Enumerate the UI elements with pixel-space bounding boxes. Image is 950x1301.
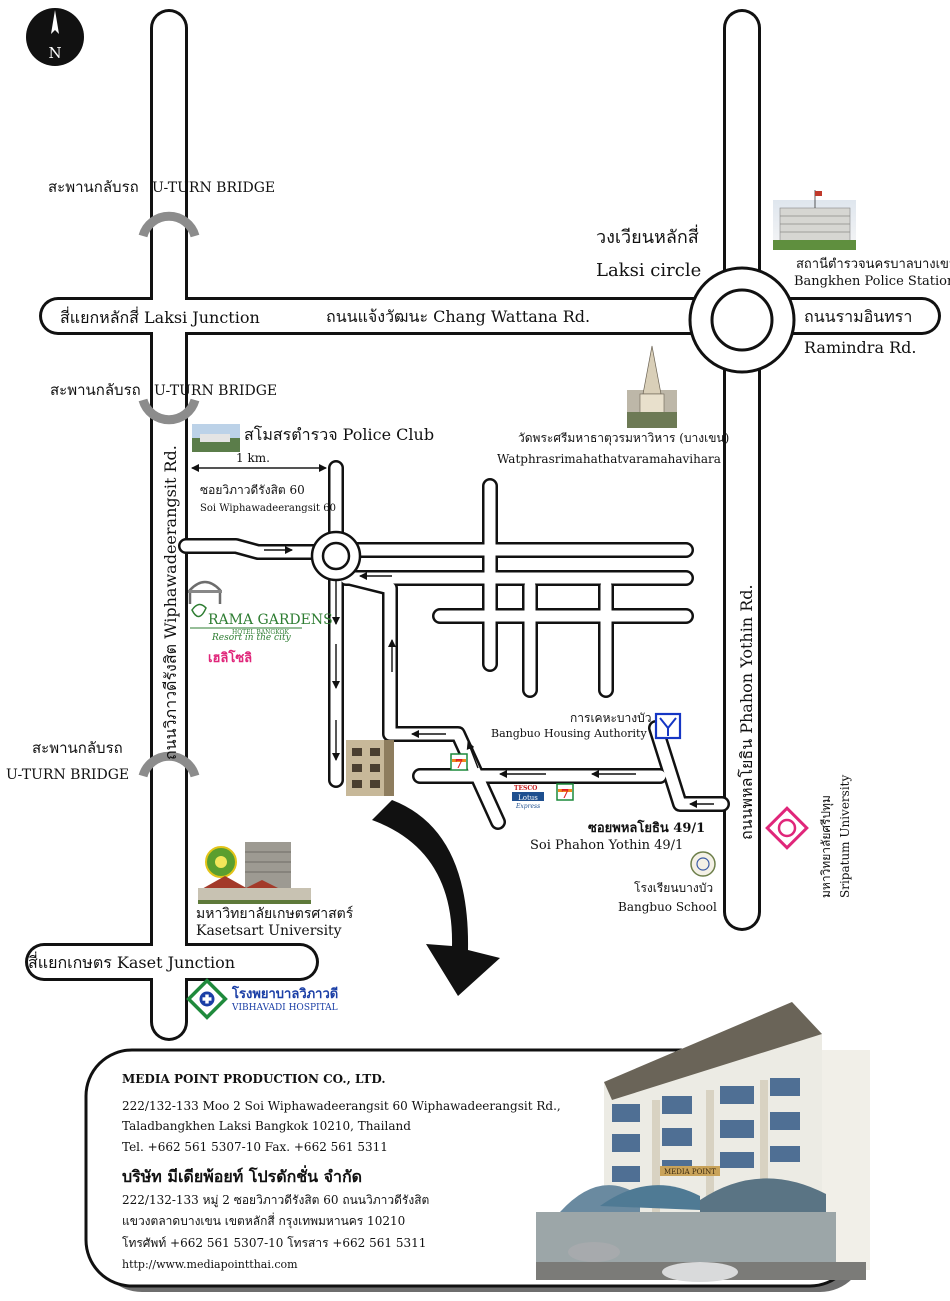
uturn-mid-thai: สะพานกลับรถ: [50, 381, 141, 399]
uturn-low-english: U-TURN BRIDGE: [6, 767, 129, 783]
uturn-mid-english: U-TURN BRIDGE: [154, 383, 277, 399]
laksi-junction-label: สี่แยกหลักสี่ Laksi Junction: [60, 306, 260, 327]
north-compass: N: [26, 8, 84, 66]
police-station-thai: สถานีตำรวจนครบาลบางเขน: [796, 256, 950, 272]
rama-gardens-slogan: Resort in the city: [211, 633, 292, 643]
ramindra-road-english: Ramindra Rd.: [804, 338, 916, 357]
kasetsart-thai: มหาวิทยาลัยเกษตรศาสตร์: [196, 905, 354, 922]
svg-text:Lotus: Lotus: [518, 794, 538, 802]
main-roads: [25, 9, 941, 1041]
soi60-english: Soi Wiphawadeerangsit 60: [200, 503, 336, 514]
soi60-thai: ซอยวิภาวดีรังสิต 60: [200, 483, 305, 497]
rama-gardens-thai: เฮลิโซลิ: [208, 649, 252, 666]
compass-letter: N: [48, 44, 61, 62]
big-direction-arrow: [372, 800, 500, 996]
uturn-low-thai: สะพานกลับรถ: [32, 739, 123, 757]
direction-arrows: [264, 546, 714, 808]
rama-gardens-logo: [188, 580, 302, 629]
rama-gardens-name: RAMA GARDENS: [208, 612, 333, 628]
kaset-junction-label: สี่แยกเกษตร Kaset Junction: [28, 951, 235, 972]
company-address-english-2: Taladbangkhen Laksi Bangkok 10210, Thail…: [122, 1119, 411, 1133]
soi-49-thai: ซอยพหลโยธิน 49/1: [588, 819, 705, 836]
police-club-photo: [192, 424, 240, 452]
company-address-english-1: 222/132-133 Moo 2 Soi Wiphawadeerangsit …: [122, 1099, 561, 1113]
company-name-english: MEDIA POINT PRODUCTION CO., LTD.: [122, 1072, 386, 1086]
uturn-top-english: U-TURN BRIDGE: [152, 180, 275, 196]
company-address-thai-2: แขวงตลาดบางเขน เขตหลักสี่ กรุงเทพมหานคร …: [122, 1212, 405, 1229]
school-english: Bangbuo School: [618, 900, 717, 914]
sripatum-logo: [765, 806, 809, 850]
seven-eleven-logo-2: 7: [556, 783, 574, 801]
police-club-label: สโมสรตำรวจ Police Club: [244, 425, 434, 444]
soi-49-english: Soi Phahon Yothin 49/1: [530, 838, 683, 853]
sripatum-thai: มหาวิทยาลัยศรีปทุม: [819, 795, 834, 898]
seven-eleven-logo-1: 7: [450, 753, 468, 771]
laksi-circle-english: Laksi circle: [596, 260, 701, 281]
temple-thai: วัดพระศรีมหาธาตุวรมหาวิหาร (บางเขน): [518, 431, 729, 446]
company-name-thai: บริษัท มีเดียพ้อยท์ โปรดักชั่น จำกัด: [122, 1165, 362, 1186]
laksi-circle-thai: วงเวียนหลักสี่: [596, 224, 699, 248]
uturn-top-thai: สะพานกลับรถ: [48, 178, 139, 196]
company-building-photo: MEDIA POINT: [536, 1002, 870, 1282]
sripatum-english: Sripatum University: [838, 775, 852, 898]
school-emblem: [690, 851, 716, 877]
housing-authority-thai: การเคหะบางบัว: [570, 711, 652, 725]
svg-text:Express: Express: [515, 803, 540, 810]
company-phone-english: Tel. +662 561 5307-10 Fax. +662 561 5311: [122, 1140, 388, 1154]
svg-text:7: 7: [561, 787, 569, 801]
temple-english: Watphrasrimahathatvaramahavihara: [497, 452, 721, 466]
school-thai: โรงเรียนบางบัว: [634, 881, 713, 895]
company-phone-thai: โทรศัพท์ +662 561 5307-10 โทรสาร +662 56…: [122, 1236, 426, 1250]
temple-photo: [627, 345, 677, 428]
uturn-bridges: [138, 211, 200, 778]
company-website: http://www.mediapointthai.com: [122, 1258, 298, 1271]
svg-text:TESCO: TESCO: [514, 785, 537, 792]
hospital-english: VIBHAVADI HOSPITAL: [231, 1003, 338, 1013]
ramindra-road-thai: ถนนรามอินทรา: [804, 307, 912, 326]
tesco-lotus-logo: TESCO Lotus Express: [512, 785, 544, 810]
company-address-thai-1: 222/132-133 หมู่ 2 ซอยวิภาวดีรังสิต 60 ถ…: [122, 1193, 429, 1208]
local-roads: [178, 460, 730, 830]
distance-label: 1 km.: [236, 451, 270, 465]
chang-wattana-road-label: ถนนแจ้งวัฒนะ Chang Wattana Rd.: [326, 307, 590, 326]
housing-authority-english: Bangbuo Housing Authority: [491, 727, 647, 740]
police-station-photo: [773, 190, 856, 250]
svg-text:7: 7: [455, 757, 463, 771]
hospital-thai: โรงพยาบาลวิภาวดี: [231, 985, 338, 1002]
media-point-small-photo: [346, 740, 394, 796]
kasetsart-english: Kasetsart University: [196, 923, 342, 939]
kasetsart-photo: [198, 842, 311, 904]
housing-authority-logo: [654, 712, 682, 740]
building-sign: MEDIA POINT: [664, 1168, 716, 1176]
police-station-english: Bangkhen Police Station: [794, 274, 950, 289]
rama-gardens-sub: HOTEL BANGKOK: [232, 629, 289, 636]
hospital-logo: [186, 978, 228, 1020]
wiphawadee-road-label: ถนนวิภาวดีรังสิต Wiphawadeerangsit Rd.: [161, 445, 180, 760]
phahon-yothin-road-label: ถนนพหลโยธิน Phahon Yothin Rd.: [737, 584, 756, 840]
